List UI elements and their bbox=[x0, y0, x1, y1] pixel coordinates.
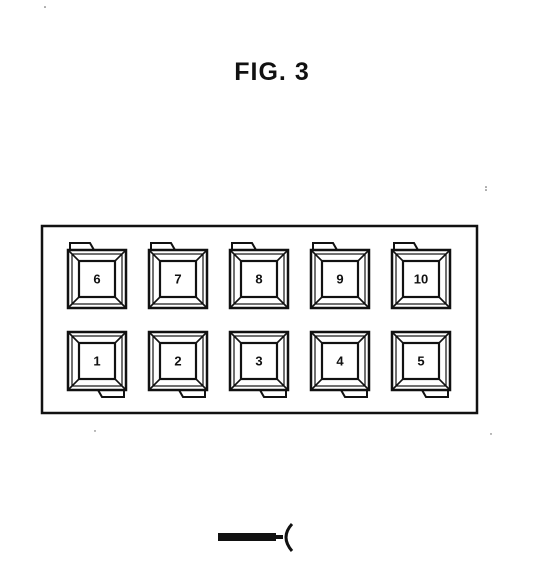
terminal-cells: 6 7 8 9 10 1 2 3 4 5 bbox=[66, 242, 452, 398]
cell-inner bbox=[77, 341, 117, 381]
cell-inner-ring bbox=[233, 253, 285, 305]
cell-number: 7 bbox=[174, 272, 181, 287]
cell-inner-ring bbox=[395, 335, 447, 387]
cell-number: 9 bbox=[336, 272, 343, 287]
latch-tab bbox=[231, 242, 257, 251]
scan-specks bbox=[44, 6, 492, 435]
cell-inner bbox=[158, 341, 198, 381]
cell-inner-ring bbox=[71, 335, 123, 387]
cell-bevel bbox=[310, 331, 370, 391]
cell-inner bbox=[320, 259, 360, 299]
cell-bevel bbox=[391, 249, 451, 309]
connector-housing bbox=[40, 224, 479, 415]
latch-tab bbox=[312, 242, 338, 251]
cell-inner-ring bbox=[71, 253, 123, 305]
cell-inner bbox=[239, 341, 279, 381]
cell-number: 3 bbox=[255, 354, 262, 369]
cell-inner bbox=[77, 259, 117, 299]
cell-bevel bbox=[148, 249, 208, 309]
cell-number: 8 bbox=[255, 272, 262, 287]
plug-terminal-icon bbox=[218, 522, 294, 552]
latch-tab bbox=[340, 389, 368, 398]
terminal-cell-3: 3 bbox=[228, 330, 290, 398]
cell-inner-ring bbox=[314, 253, 366, 305]
cell-bevel bbox=[391, 331, 451, 391]
terminal-cell-4: 4 bbox=[309, 330, 371, 398]
terminal-cell-6: 6 bbox=[66, 242, 128, 310]
terminal-cell-5: 5 bbox=[390, 330, 452, 398]
cell-number: 2 bbox=[174, 354, 181, 369]
latch-tab bbox=[69, 242, 95, 251]
cell-bevel bbox=[229, 331, 289, 391]
cell-inner bbox=[239, 259, 279, 299]
cell-number: 4 bbox=[336, 354, 344, 369]
cell-bevel bbox=[148, 331, 208, 391]
latch-tab bbox=[421, 389, 449, 398]
terminal-cell-9: 9 bbox=[309, 242, 371, 310]
latch-tab bbox=[178, 389, 206, 398]
cell-inner-ring bbox=[152, 335, 204, 387]
cell-number: 1 bbox=[93, 354, 100, 369]
latch-tab bbox=[150, 242, 176, 251]
cell-inner bbox=[158, 259, 198, 299]
cell-number: 6 bbox=[93, 272, 100, 287]
terminal-cell-10: 10 bbox=[390, 242, 452, 310]
terminal-cell-7: 7 bbox=[147, 242, 209, 310]
cell-bevel bbox=[229, 249, 289, 309]
cell-number: 10 bbox=[414, 272, 428, 287]
cell-inner bbox=[401, 341, 441, 381]
latch-tab bbox=[97, 389, 125, 398]
cell-inner-ring bbox=[233, 335, 285, 387]
terminal-cell-1: 1 bbox=[66, 330, 128, 398]
cell-bevel bbox=[67, 331, 127, 391]
cell-inner-ring bbox=[314, 335, 366, 387]
terminal-cell-2: 2 bbox=[147, 330, 209, 398]
terminal-cell-8: 8 bbox=[228, 242, 290, 310]
figure-title: FIG. 3 bbox=[234, 58, 310, 86]
cell-inner bbox=[320, 341, 360, 381]
cell-inner bbox=[401, 259, 441, 299]
cell-number: 5 bbox=[417, 354, 424, 369]
cell-bevel bbox=[310, 249, 370, 309]
latch-tab bbox=[393, 242, 419, 251]
cell-inner-ring bbox=[152, 253, 204, 305]
cell-bevel bbox=[67, 249, 127, 309]
latch-tab bbox=[259, 389, 287, 398]
cell-inner-ring bbox=[395, 253, 447, 305]
